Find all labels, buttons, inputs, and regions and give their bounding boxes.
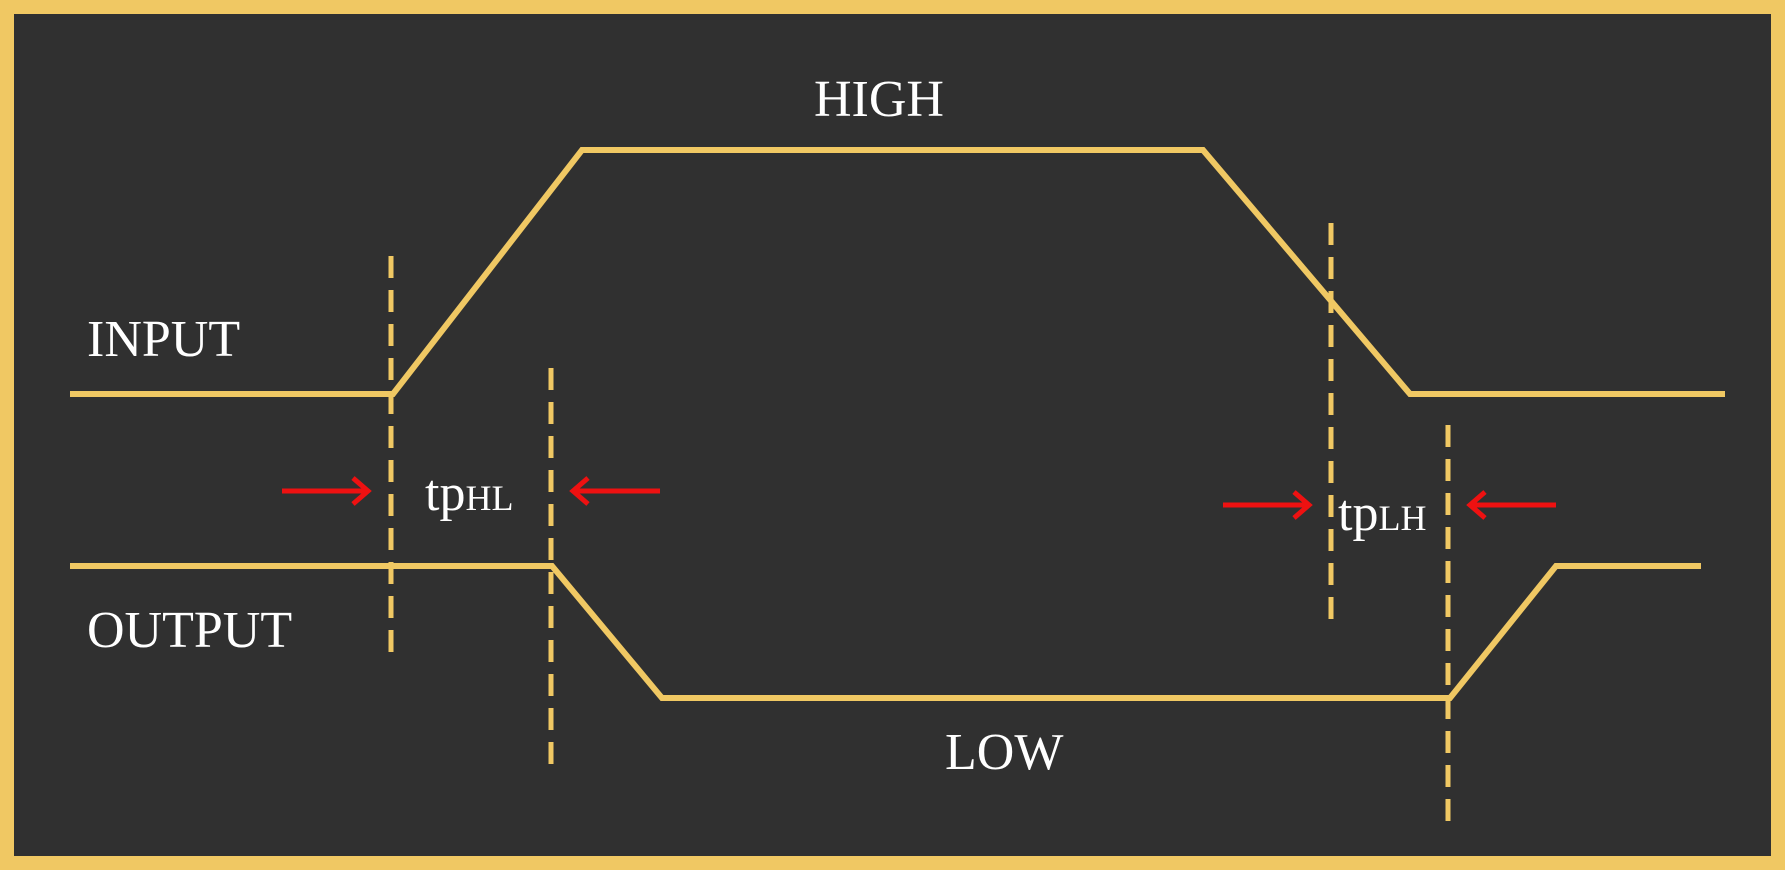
- arrow-left-tplh: [1466, 490, 1556, 520]
- arrow-left-tphl: [569, 476, 660, 506]
- tplh-label: tpLH: [1338, 485, 1426, 542]
- tplh-main: tp: [1338, 485, 1378, 542]
- input-label: INPUT: [87, 311, 240, 368]
- tplh-sub: LH: [1378, 498, 1426, 538]
- low-level-label: LOW: [945, 724, 1063, 781]
- input-waveform: [70, 147, 1725, 397]
- arrow-right-tplh: [1223, 490, 1313, 520]
- arrow-right-tphl: [282, 476, 372, 506]
- output-label: OUTPUT: [87, 602, 292, 659]
- tphl-label: tpHL: [425, 465, 513, 522]
- tphl-sub: HL: [465, 478, 513, 518]
- tphl-main: tp: [425, 465, 465, 522]
- output-waveform: [70, 563, 1701, 701]
- high-level-label: HIGH: [814, 71, 944, 128]
